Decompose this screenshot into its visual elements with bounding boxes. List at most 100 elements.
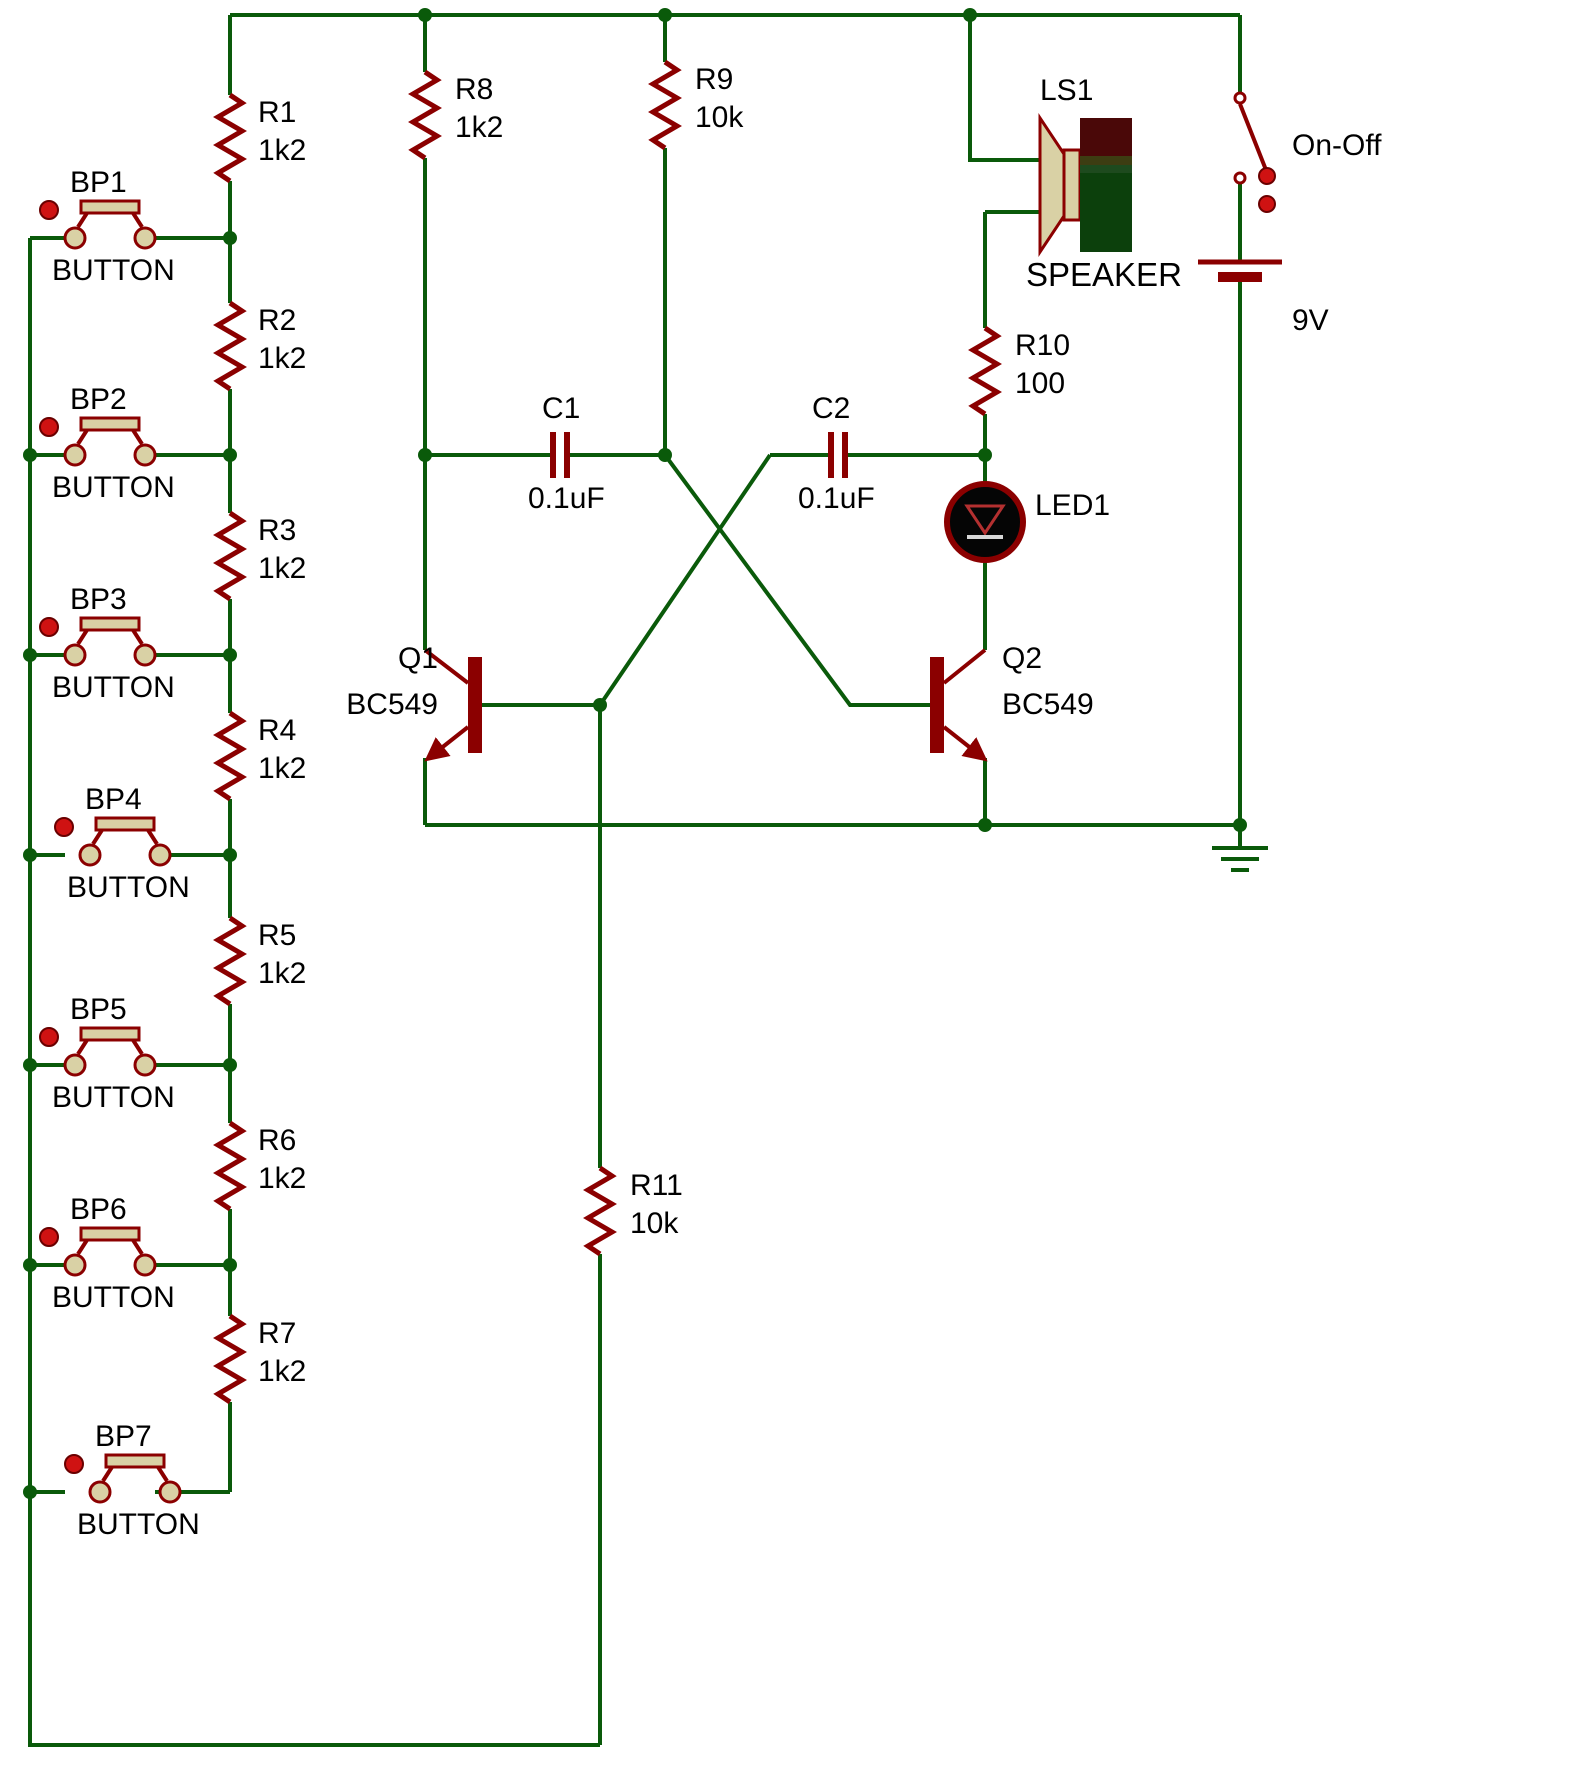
- junction-dot: [593, 698, 607, 712]
- switch-toggle-dot[interactable]: [1258, 195, 1276, 213]
- ref-label: R5: [258, 919, 296, 952]
- resistor-symbol: [413, 72, 437, 158]
- value-label: 1k2: [258, 342, 306, 375]
- ref-label: R7: [258, 1317, 296, 1350]
- type-label: BUTTON: [52, 254, 175, 287]
- switch-toggle-dot[interactable]: [1258, 167, 1276, 185]
- button-symbol[interactable]: [38, 1026, 157, 1077]
- button-symbol[interactable]: [63, 1453, 182, 1504]
- junction-dot: [23, 848, 37, 862]
- ref-label: Q1: [398, 642, 438, 675]
- speaker-LS1: LS1 SPEAKER: [1026, 74, 1182, 293]
- ref-label: C2: [812, 392, 850, 425]
- type-label: SPEAKER: [1026, 256, 1182, 293]
- value-label: 0.1uF: [528, 482, 605, 515]
- speaker-magnet-stripe2: [1080, 165, 1132, 173]
- value-label: 10k: [695, 101, 744, 134]
- switch-label: On-Off: [1292, 129, 1382, 162]
- ref-label: R3: [258, 514, 296, 547]
- resistor-symbol: [218, 513, 242, 599]
- button-symbol[interactable]: [38, 616, 157, 667]
- junction-dot: [223, 1058, 237, 1072]
- ref-label: BP5: [70, 993, 127, 1026]
- value-label: 1k2: [258, 552, 306, 585]
- value-label: 1k2: [258, 134, 306, 167]
- junction-dot: [418, 448, 432, 462]
- resistor-R10: R10 100: [973, 328, 1070, 414]
- resistor-R5: R5 1k2: [218, 918, 306, 1004]
- pushbutton-BP2[interactable]: BP2 BUTTON: [38, 383, 175, 504]
- resistor-symbol: [218, 95, 242, 181]
- capacitor-C1: C1 0.1uF: [528, 392, 605, 515]
- emitter-lead: [942, 725, 988, 762]
- resistor-symbol: [218, 918, 242, 1004]
- button-symbol[interactable]: [38, 416, 157, 467]
- pushbutton-BP5[interactable]: BP5 BUTTON: [38, 993, 175, 1114]
- junction-dot: [963, 8, 977, 22]
- pushbutton-BP7[interactable]: BP7 BUTTON: [63, 1420, 200, 1541]
- junction-dot: [658, 8, 672, 22]
- junction-dot: [23, 1485, 37, 1499]
- resistor-R8: R8 1k2: [413, 72, 503, 158]
- button-symbol[interactable]: [53, 816, 172, 867]
- resistor-R9: R9 10k: [653, 62, 744, 148]
- value-label: 10k: [630, 1207, 679, 1240]
- led-body: [944, 481, 1026, 563]
- resistor-symbol: [218, 303, 242, 389]
- ref-label: BP4: [85, 783, 142, 816]
- type-label: BUTTON: [67, 871, 190, 904]
- value-label: 0.1uF: [798, 482, 875, 515]
- led-LED1: LED1: [944, 481, 1110, 563]
- pushbutton-BP4[interactable]: BP4 BUTTON: [53, 783, 190, 904]
- junction-dot: [978, 448, 992, 462]
- switch-blade[interactable]: [1238, 103, 1268, 171]
- resistor-symbol: [588, 1168, 612, 1254]
- resistor-R4: R4 1k2: [218, 713, 306, 799]
- capacitor-C2: C2 0.1uF: [798, 392, 875, 515]
- ref-label: R2: [258, 304, 296, 337]
- junction-dot: [223, 231, 237, 245]
- switch-pin-top: [1233, 91, 1247, 105]
- ref-label: BP3: [70, 583, 127, 616]
- resistor-R1: R1 1k2: [218, 95, 306, 181]
- ref-label: BP7: [95, 1420, 152, 1453]
- ref-label: Q2: [1002, 642, 1042, 675]
- type-label: BUTTON: [52, 1081, 175, 1114]
- junction-dot: [23, 1258, 37, 1272]
- ground-symbol: [1212, 846, 1268, 872]
- ref-label: LS1: [1040, 74, 1093, 107]
- pushbutton-BP3[interactable]: BP3 BUTTON: [38, 583, 175, 704]
- speaker-magnet-top: [1080, 118, 1132, 156]
- value-label: 1k2: [258, 1162, 306, 1195]
- ref-label: R9: [695, 63, 733, 96]
- switch-on-off[interactable]: On-Off: [1233, 91, 1382, 213]
- ref-label: R10: [1015, 329, 1070, 362]
- junction-dot: [23, 648, 37, 662]
- junction-dot: [223, 1258, 237, 1272]
- button-symbol[interactable]: [38, 199, 157, 250]
- speaker-magnet-stripe: [1080, 156, 1132, 165]
- capacitor-symbol: [831, 432, 845, 478]
- type-label: BUTTON: [77, 1508, 200, 1541]
- button-symbol[interactable]: [38, 1226, 157, 1277]
- battery-9V: 9V: [1198, 259, 1329, 337]
- junction-dot: [23, 448, 37, 462]
- ref-label: R11: [630, 1169, 683, 1202]
- type-label: BUTTON: [52, 671, 175, 704]
- pushbutton-BP6[interactable]: BP6 BUTTON: [38, 1193, 175, 1314]
- value-label: 9V: [1292, 304, 1329, 337]
- value-label: 1k2: [258, 1355, 306, 1388]
- pushbutton-BP1[interactable]: BP1 BUTTON: [38, 166, 175, 287]
- ref-label: BP6: [70, 1193, 127, 1226]
- resistor-symbol: [973, 328, 997, 414]
- junction-dot: [418, 8, 432, 22]
- ref-label: R6: [258, 1124, 296, 1157]
- speaker-driver: [1062, 148, 1082, 222]
- junction-dot: [223, 448, 237, 462]
- collector-lead: [942, 648, 987, 685]
- value-label: 100: [1015, 367, 1065, 400]
- collector-lead: [423, 648, 470, 685]
- resistor-R2: R2 1k2: [218, 303, 306, 389]
- value-label: 1k2: [455, 111, 503, 144]
